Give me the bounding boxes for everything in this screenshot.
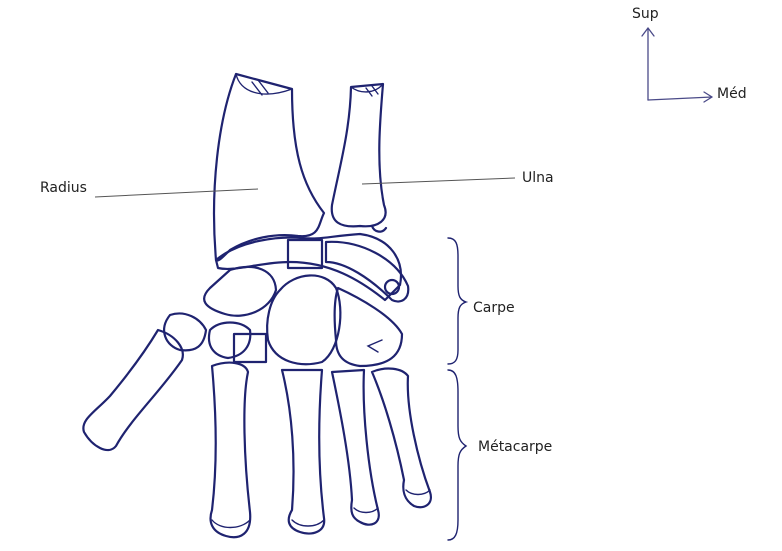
radius-leader-line <box>95 189 258 197</box>
metacarpe-bracket <box>448 370 466 540</box>
ulna-bone <box>332 84 386 232</box>
carpe-label: Carpe <box>473 300 515 316</box>
radius-label: Radius <box>40 180 87 196</box>
orientation-med-label: Méd <box>717 86 747 102</box>
orientation-arrows <box>642 28 712 102</box>
orientation-sup-label: Sup <box>632 6 659 22</box>
metacarpe-label: Métacarpe <box>478 439 552 455</box>
ulna-leader-line <box>362 178 515 184</box>
ulna-label: Ulna <box>522 170 554 186</box>
carpe-bracket <box>448 238 466 364</box>
radius-bone <box>214 74 324 261</box>
carpal-bones <box>164 234 408 366</box>
